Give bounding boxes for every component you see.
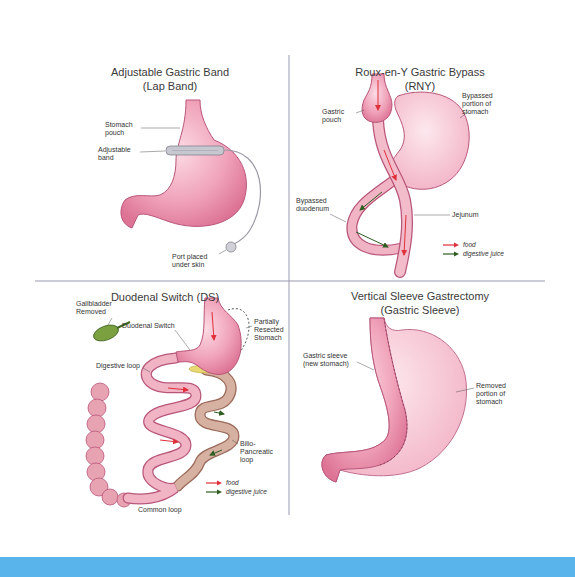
legend-row: digestive juice <box>205 487 267 496</box>
legend-row: food <box>442 240 504 249</box>
panel-title: Roux-en-Y Gastric Bypass <box>320 66 520 79</box>
part-label: Digestive loop <box>96 362 140 370</box>
part-label: Gastric pouch <box>322 108 354 124</box>
legend-sample <box>442 242 460 248</box>
legend-text: digestive juice <box>226 488 267 495</box>
part-label: Port placed under skin <box>172 253 218 269</box>
panel-title: (Gastric Sleeve) <box>310 304 530 317</box>
part-label: Bypassed portion of stomach <box>462 92 504 116</box>
legend-sample <box>442 251 460 257</box>
part-label: Removed portion of stomach <box>476 382 520 406</box>
part-label: Duodenal Switch <box>122 322 175 330</box>
part-label: Adjustable band <box>98 146 138 162</box>
panel-title: Vertical Sleeve Gastrectomy <box>310 290 530 303</box>
panel-title: (Lap Band) <box>70 80 270 93</box>
part-label: Partially Resected Stomach <box>254 318 288 342</box>
legend-row: digestive juice <box>442 249 504 258</box>
part-label: Common loop <box>138 506 182 514</box>
panel-title: (RNY) <box>320 80 520 93</box>
part-label: Bilio-Pancreatic loop <box>240 440 284 464</box>
part-label: Gallbladder Removed <box>76 300 118 316</box>
legend-text: food <box>463 241 476 248</box>
legend-row: food <box>205 478 267 487</box>
legend: food digestive juice <box>442 240 504 258</box>
part-label: Stomach pouch <box>105 121 139 137</box>
legend-sample <box>205 480 223 486</box>
legend-text: food <box>226 479 239 486</box>
legend-sample <box>205 489 223 495</box>
part-label: Bypassed duodenum <box>296 197 336 213</box>
panel-title: Adjustable Gastric Band <box>70 66 270 79</box>
legend: food digestive juice <box>205 478 267 496</box>
legend-text: digestive juice <box>463 250 504 257</box>
part-label: Gastric sleeve (new stomach) <box>303 352 355 368</box>
part-label: Jejunum <box>452 211 478 219</box>
